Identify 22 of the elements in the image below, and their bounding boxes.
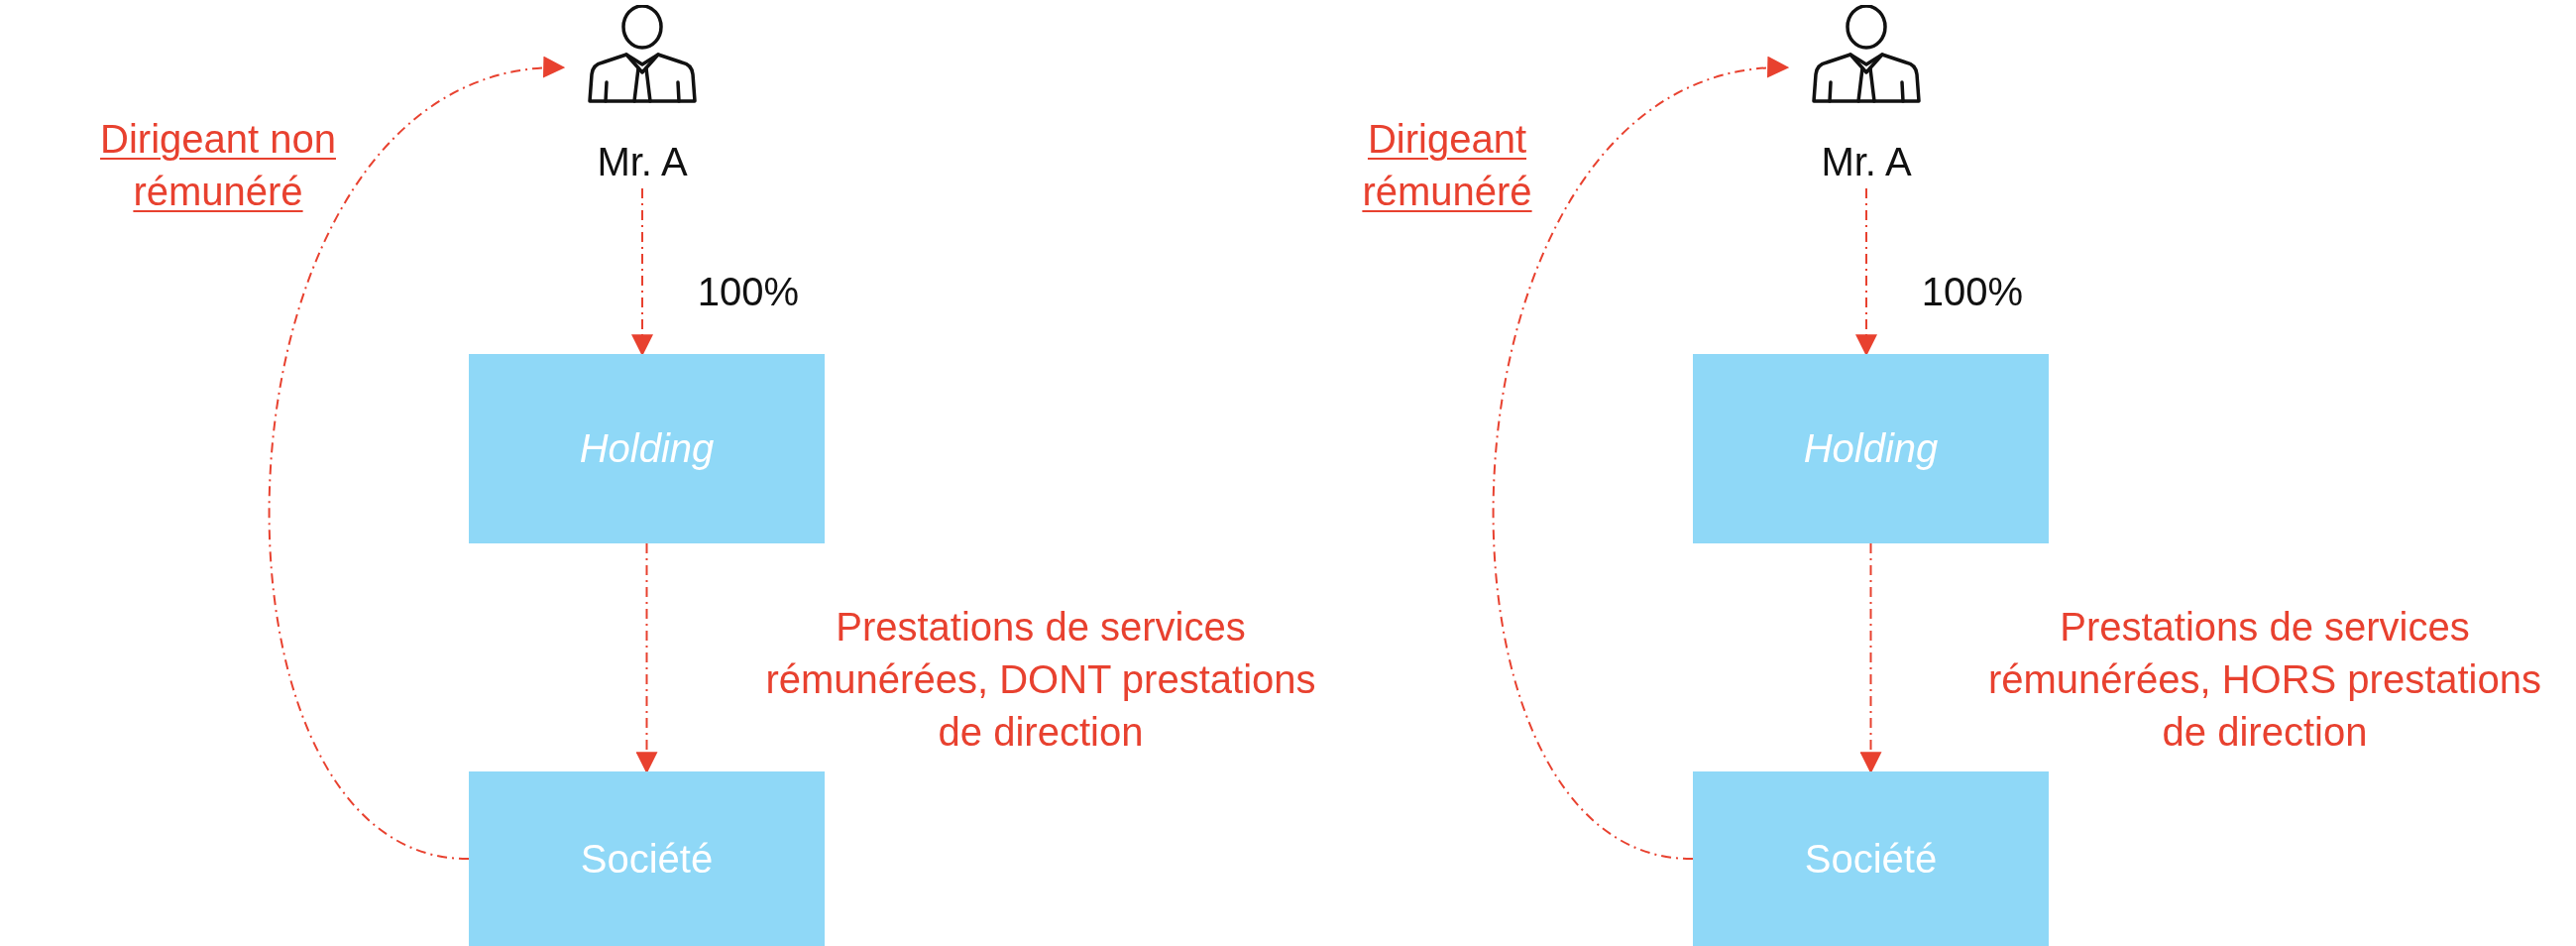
person-name: Mr. A <box>1821 140 1912 184</box>
edge-label: Dirigeant non rémunéré <box>99 116 337 215</box>
arrow <box>1494 59 1790 860</box>
entity-name: Holding <box>579 426 715 471</box>
arrow <box>270 59 566 860</box>
edge-label: 100% <box>1920 269 2025 315</box>
entity-name: Société <box>1804 836 1938 882</box>
person-name: Mr. A <box>597 140 688 184</box>
entity-name: Holding <box>1803 426 1939 471</box>
entity-box <box>1693 771 2049 946</box>
arrow <box>1855 187 1877 357</box>
arrow <box>635 542 658 774</box>
edge-label: Dirigeant rémunéré <box>1361 116 1533 215</box>
edge-label: Prestations de services rémunérées, HORS prestations de direction <box>1987 604 2542 756</box>
arrow <box>631 187 653 357</box>
edge-label: Prestations de services rémunérées, DONT prestations de direction <box>764 604 1317 756</box>
entity-name: Société <box>580 836 714 882</box>
entity-box <box>469 354 825 543</box>
entity-box <box>1693 354 2049 543</box>
arrow <box>1859 542 1882 774</box>
entity-box <box>469 771 825 946</box>
edge-label: 100% <box>696 269 801 315</box>
